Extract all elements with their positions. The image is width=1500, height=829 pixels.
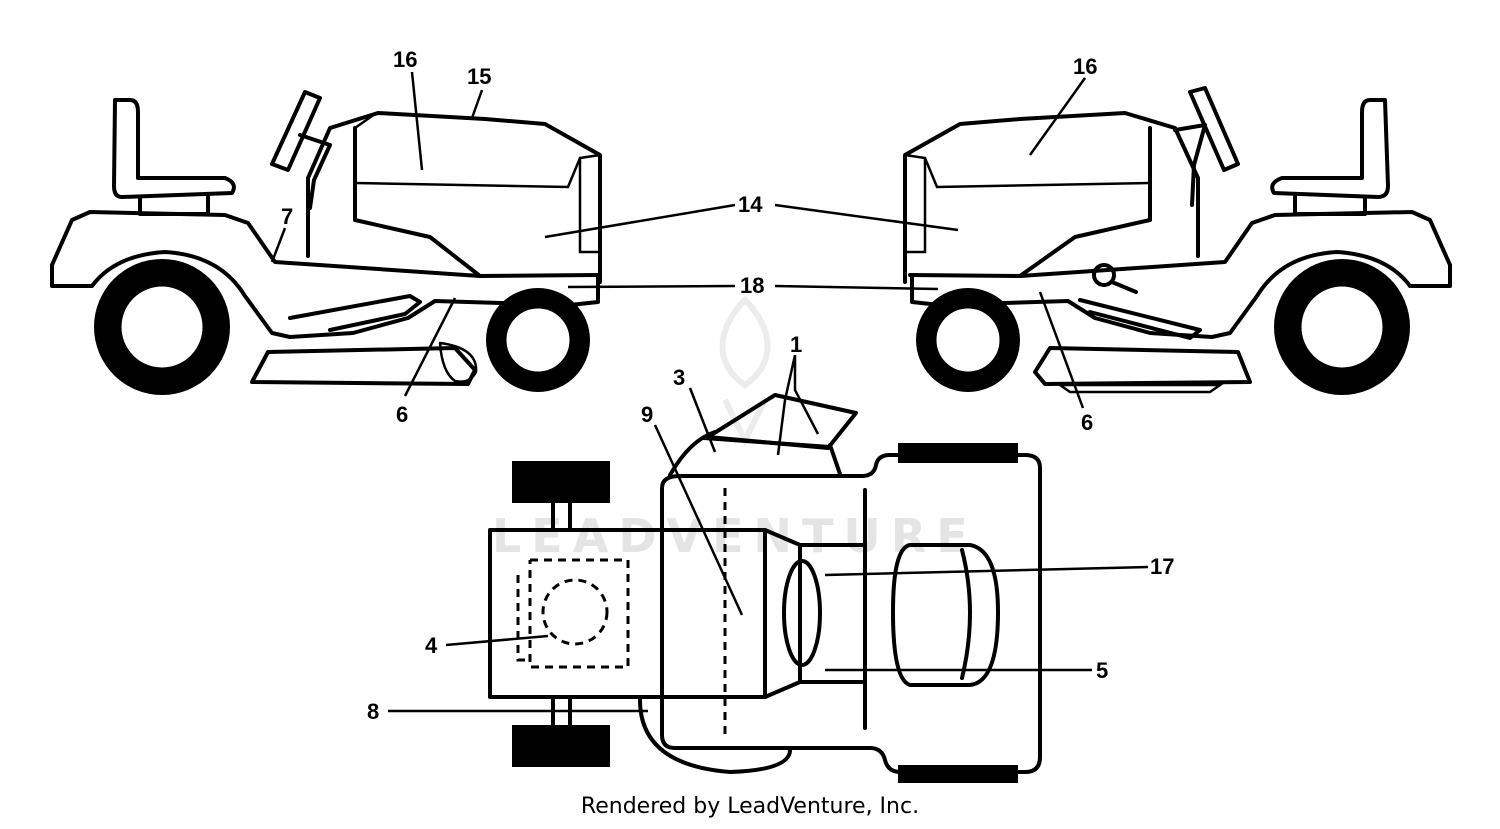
callout-18: 18 bbox=[740, 273, 764, 298]
callout-16-left: 16 bbox=[393, 47, 417, 72]
engine-outline bbox=[516, 558, 630, 669]
mower-deck-right bbox=[1033, 346, 1252, 386]
callout-3: 3 bbox=[673, 365, 685, 390]
watermark-logo bbox=[719, 295, 771, 447]
deck-outline-top bbox=[638, 430, 842, 774]
callouts: 16 15 7 14 18 6 16 6 1 3 9 17 4 5 8 bbox=[281, 47, 1174, 724]
callout-6-right: 6 bbox=[1081, 410, 1093, 435]
top-view bbox=[488, 393, 1042, 783]
render-credit: Rendered by LeadVenture, Inc. bbox=[580, 794, 920, 819]
hood-top bbox=[488, 528, 767, 699]
watermark-text: LEADVENTURE bbox=[492, 509, 978, 563]
front-wheel-top-upper bbox=[512, 461, 610, 503]
callout-6-left: 6 bbox=[396, 402, 408, 427]
rear-fender-right bbox=[908, 210, 1452, 278]
callout-1: 1 bbox=[790, 332, 802, 357]
leader-lines bbox=[270, 71, 1149, 713]
fender-top bbox=[660, 453, 1042, 774]
callout-16-right: 16 bbox=[1073, 54, 1097, 79]
callout-7: 7 bbox=[281, 204, 293, 229]
right-side-view bbox=[903, 86, 1452, 395]
hood-right bbox=[903, 111, 1200, 284]
front-wheel-top-lower bbox=[512, 725, 610, 767]
callout-5: 5 bbox=[1096, 658, 1108, 683]
callout-15: 15 bbox=[467, 64, 491, 89]
steering-wheel-right bbox=[1188, 86, 1240, 172]
seat-right bbox=[1270, 98, 1390, 199]
callout-4: 4 bbox=[425, 633, 438, 658]
dash-top bbox=[763, 528, 802, 699]
rear-fender-left bbox=[50, 210, 600, 278]
left-side-view bbox=[50, 90, 602, 395]
callout-14: 14 bbox=[738, 192, 763, 217]
seat-left bbox=[112, 98, 236, 199]
callout-8: 8 bbox=[367, 699, 379, 724]
steering-wheel-left bbox=[270, 90, 322, 172]
callout-9: 9 bbox=[641, 402, 653, 427]
callout-17: 17 bbox=[1150, 554, 1174, 579]
seat-top bbox=[891, 543, 1000, 687]
